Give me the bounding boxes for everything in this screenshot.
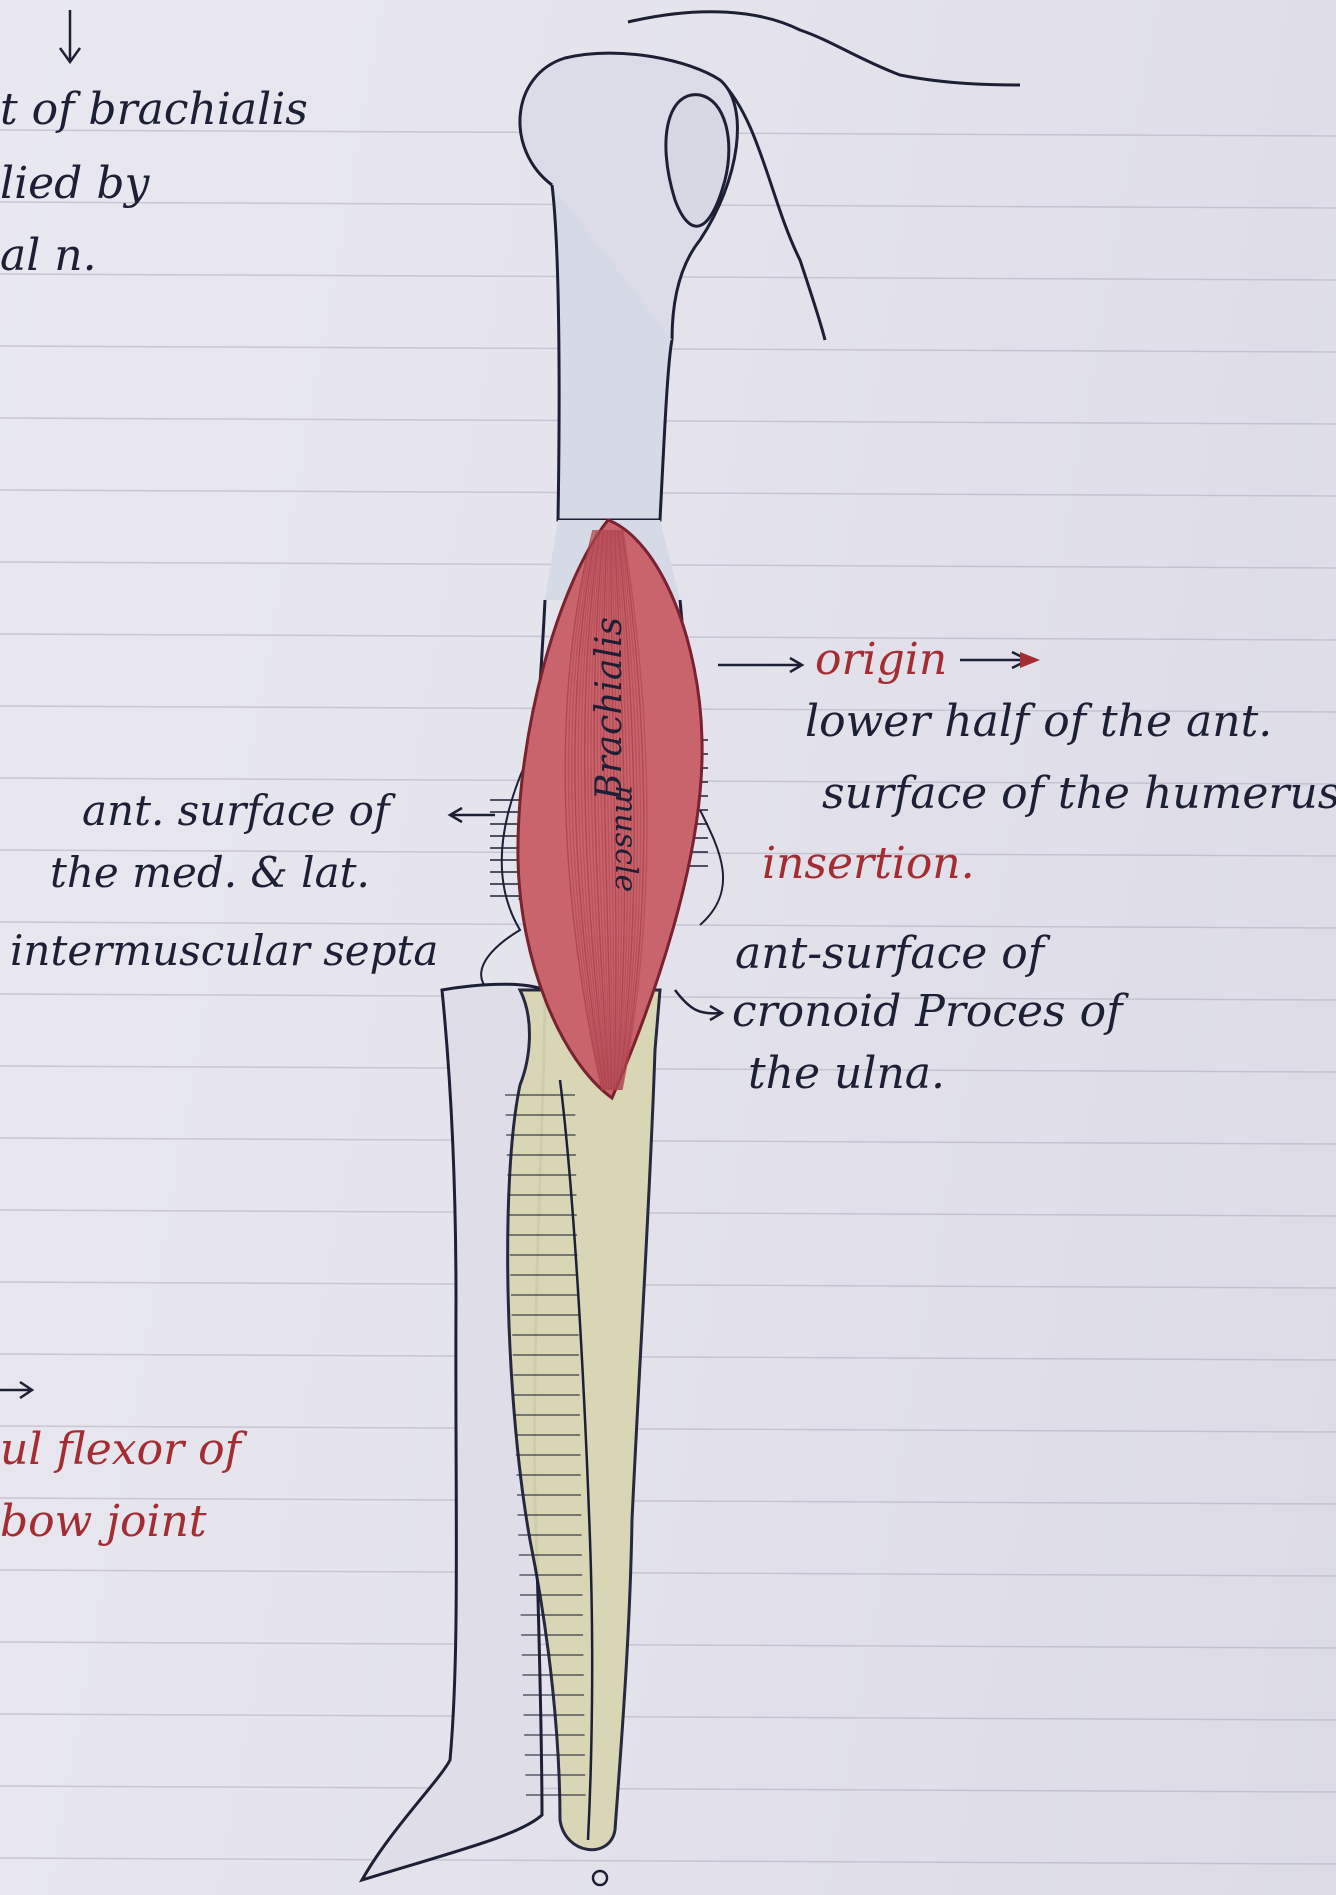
septa-arrow [450,808,495,822]
origin-line1: lower half of the ant. [805,700,1272,744]
muscle-name-label: Brachialis [592,617,628,800]
top-arrow [60,10,80,62]
insertion-heading: insertion. [762,842,975,886]
ruled-line [0,1138,1336,1144]
origin-line2: surface of the humerus [822,772,1336,816]
ruled-line [0,1858,1336,1864]
insertion-line3: the ulna. [748,1052,945,1096]
upper-left-line2: lied by [0,162,149,206]
ruled-line [0,1642,1336,1648]
muscle-word-label: muscle [610,785,640,892]
origin-arrow [718,658,802,672]
ruled-line [0,1570,1336,1576]
ruled-line [0,418,1336,424]
upper-left-line1: t of brachialis [0,88,308,132]
ruled-line [0,490,1336,496]
origin-arrowhead [1020,652,1040,668]
humerus [520,53,737,600]
action-line1: ul flexor of [0,1428,241,1472]
ruled-line [0,1066,1336,1072]
ruled-line [0,1354,1336,1360]
septa-line3: intermuscular septa [10,930,438,972]
insertion-arrow [675,990,722,1020]
ruled-line [0,1210,1336,1216]
ruled-line [0,1786,1336,1792]
origin-heading: origin [815,638,947,682]
septa-line2: the med. & lat. [50,852,370,894]
action-arrow [0,1382,32,1398]
septa-line1: ant. surface of [82,790,390,832]
action-line2: bow joint [0,1500,207,1544]
ulna-styloid [593,1871,607,1885]
insertion-line2: cronoid Proces of [732,990,1122,1034]
ruled-line [0,1714,1336,1720]
origin-arrow-2 [960,652,1028,668]
ruled-line [0,994,1336,1000]
upper-left-line3: al n. [0,234,97,278]
ruled-line [0,1282,1336,1288]
insertion-line1: ant-surface of [735,932,1044,976]
